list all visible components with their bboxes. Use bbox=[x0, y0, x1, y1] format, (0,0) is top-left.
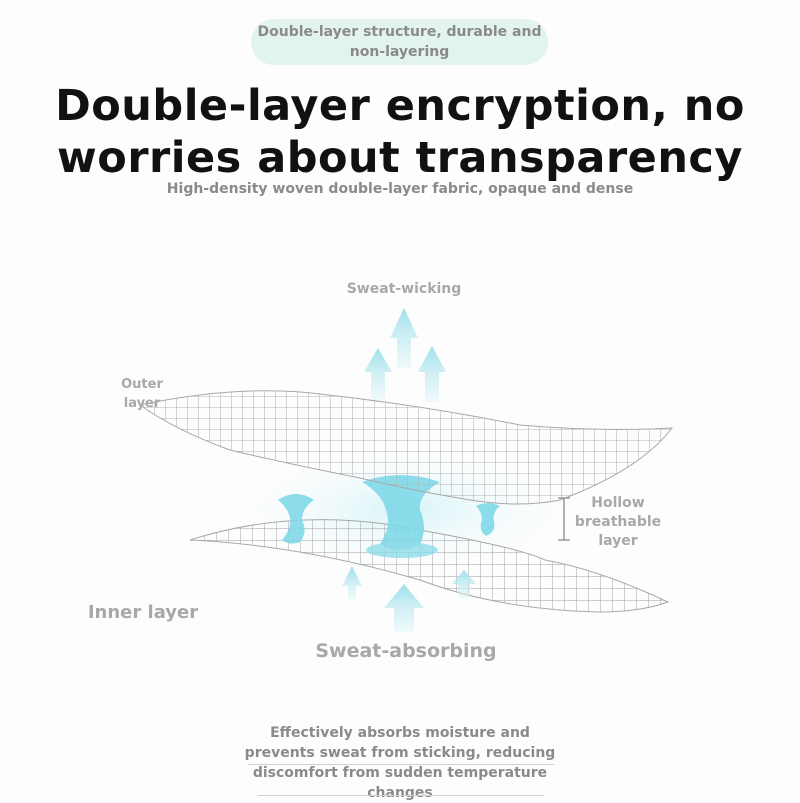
title-line-1: Double-layer encryption, no bbox=[55, 81, 745, 131]
outer-mesh-layer bbox=[138, 390, 674, 505]
footer-line-3: discomfort from sudden temperature bbox=[252, 765, 548, 781]
label-outer-layer: Outer layer bbox=[106, 375, 178, 413]
pill-line-2: non-layering bbox=[349, 44, 450, 60]
absorb-arrow-left bbox=[342, 566, 362, 600]
wick-arrow-right bbox=[418, 346, 446, 402]
pill-line-1: Double-layer structure, durable and bbox=[257, 24, 542, 40]
absorb-arrow-center bbox=[384, 584, 424, 632]
page-title: Double-layer encryption, no worries abou… bbox=[0, 80, 800, 184]
label-outer-line-1: Outer bbox=[121, 377, 163, 392]
water-pool-center bbox=[366, 542, 438, 558]
footer-rule-2 bbox=[258, 795, 544, 796]
label-hollow-layer: Hollow breathable layer bbox=[570, 494, 666, 551]
footer-line-4: changes bbox=[367, 785, 433, 801]
footer-description: Effectively absorbs moisture and prevent… bbox=[230, 723, 570, 803]
label-hollow-line-3: layer bbox=[598, 533, 638, 549]
water-column-left bbox=[278, 494, 314, 544]
page-subtitle: High-density woven double-layer fabric, … bbox=[166, 181, 634, 197]
absorb-arrow-right bbox=[452, 570, 476, 598]
label-sweat-absorbing: Sweat-absorbing bbox=[315, 640, 497, 662]
label-inner-layer: Inner layer bbox=[87, 602, 199, 623]
label-sweat-wicking: Sweat-wicking bbox=[346, 281, 462, 297]
label-outer-line-2: layer bbox=[123, 396, 161, 411]
feature-pill: Double-layer structure, durable and non-… bbox=[251, 19, 548, 65]
wick-arrow-center bbox=[390, 308, 418, 368]
water-column-center bbox=[362, 475, 440, 550]
hollow-bracket bbox=[558, 497, 570, 541]
title-line-2: worries about transparency bbox=[57, 133, 743, 183]
footer-line-2: prevents sweat from sticking, reducing bbox=[244, 745, 556, 761]
label-hollow-line-1: Hollow bbox=[591, 495, 645, 511]
footer-line-1: Effectively absorbs moisture and bbox=[270, 725, 530, 741]
wick-arrow-left bbox=[364, 348, 392, 400]
label-hollow-line-2: breathable bbox=[574, 514, 662, 530]
water-column-right bbox=[476, 503, 500, 536]
footer-rule-1 bbox=[248, 764, 554, 765]
